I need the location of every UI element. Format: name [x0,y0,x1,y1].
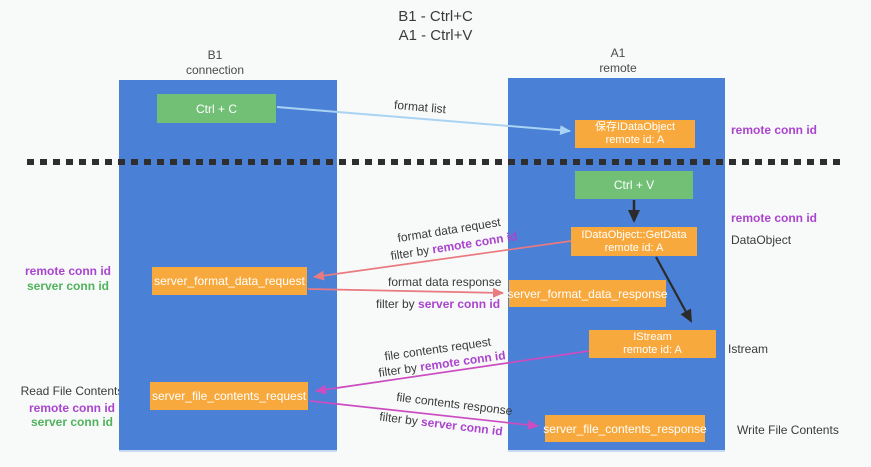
label-left-remote-conn-id-top: remote conn id [24,264,111,278]
filter-highlight-2: server conn id [418,297,501,311]
label-left-remote-conn-id-bottom: remote conn id [28,401,115,415]
label-istream: Istream [728,342,769,356]
lifeline-header-a1: A1 remote [558,46,678,76]
node-istream: IStream remote id: A [589,330,716,358]
label-filter-by-server-conn-id-1: filter by server conn id [376,297,500,311]
title-line-1: B1 - Ctrl+C [398,8,473,25]
lifeline-header-b1: B1 connection [155,48,275,78]
node-getdata-line2: remote id: A [604,241,664,254]
lifeline-b1-name: B1 [207,48,223,62]
label-dataobject: DataObject [731,233,792,247]
label-left-server-conn-id-bottom: server conn id [30,415,114,429]
node-getdata-line1: IDataObject::GetData [581,228,687,241]
node-server-file-contents-response: server_file_contents_response [543,415,707,442]
node-save-idataobject: 保存IDataObject remote id: A [575,120,695,148]
lifeline-b1-role: connection [185,63,245,77]
diagram-title: B1 - Ctrl+C A1 - Ctrl+V [0,7,871,45]
arrow-format-data-response [307,287,504,298]
label-format-data-response: format data response [388,275,502,289]
label-right-remote-conn-id-top: remote conn id [731,123,818,137]
node-ctrl-c: Ctrl + C [157,94,276,123]
lifeline-a1-name: A1 [610,46,626,60]
filter-prefix-1: filter by [389,242,434,263]
filter-prefix-4: filter by [378,409,423,429]
label-read-file-contents: Read File Contents [20,384,124,398]
filter-prefix-2: filter by [376,297,419,311]
label-left-server-conn-id-top: server conn id [26,279,110,293]
node-server-format-data-request: server_format_data_request [152,267,307,295]
node-save-idataobject-line1: 保存IDataObject [594,121,676,133]
filter-highlight-4: server conn id [420,414,504,439]
node-idataobject-getdata: IDataObject::GetData remote id: A [571,227,697,256]
node-ctrl-v: Ctrl + V [575,171,693,199]
filter-prefix-3: filter by [377,360,422,380]
node-save-idataobject-line2: remote id: A [605,134,665,146]
label-write-file-contents: Write File Contents [737,423,839,437]
label-right-remote-conn-id-mid: remote conn id [731,211,818,225]
node-server-file-contents-request: server_file_contents_request [150,382,308,410]
node-server-format-data-response: server_format_data_response [507,280,668,307]
lifeline-a1-role: remote [599,61,637,75]
label-format-list: format list [393,97,447,117]
node-istream-line2: remote id: A [623,344,682,356]
title-line-2: A1 - Ctrl+V [398,27,473,44]
node-istream-line1: IStream [633,331,672,343]
